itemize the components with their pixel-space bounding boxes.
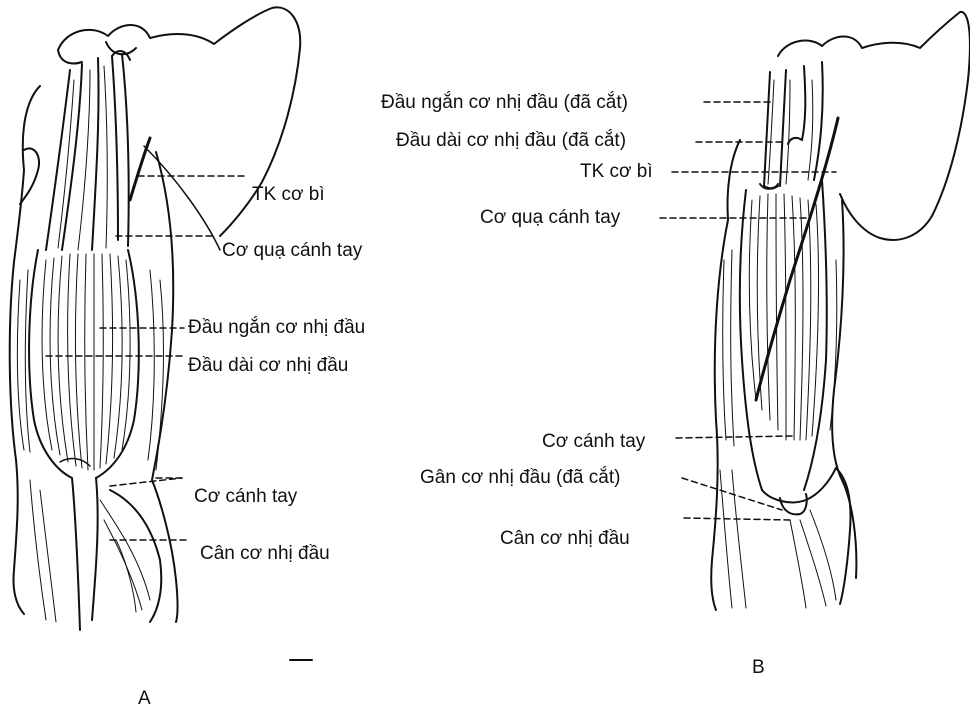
label-a-musculocutaneous-nerve: TK cơ bì (252, 184, 325, 206)
label-a-biceps-short-head: Đầu ngắn cơ nhị đầu (188, 317, 365, 339)
label-b-brachialis: Cơ cánh tay (542, 431, 645, 453)
nerve-a (130, 138, 150, 200)
label-b-musculocutaneous-nerve: TK cơ bì (580, 161, 653, 183)
label-a-biceps-long-head: Đầu dài cơ nhị đầu (188, 355, 348, 377)
label-b-coracobrachialis: Cơ quạ cánh tay (480, 207, 620, 229)
label-a-coracobrachialis: Cơ quạ cánh tay (222, 240, 362, 262)
label-b-biceps-short-head-cut: Đầu ngắn cơ nhị đầu (đã cắt) (381, 92, 628, 114)
label-a-brachialis: Cơ cánh tay (194, 486, 297, 508)
panel-label-a: A (138, 688, 151, 710)
label-b-biceps-long-head-cut: Đầu dài cơ nhị đầu (đã cắt) (396, 130, 626, 152)
muscle-striations-a (17, 66, 163, 470)
scapula-outline-b (778, 12, 970, 240)
label-b-bicipital-aponeurosis: Cân cơ nhị đầu (500, 528, 630, 550)
panel-label-b: B (752, 657, 765, 679)
label-a-bicipital-aponeurosis: Cân cơ nhị đầu (200, 543, 330, 565)
label-b-biceps-tendon-cut: Gân cơ nhị đầu (đã cắt) (420, 467, 620, 489)
